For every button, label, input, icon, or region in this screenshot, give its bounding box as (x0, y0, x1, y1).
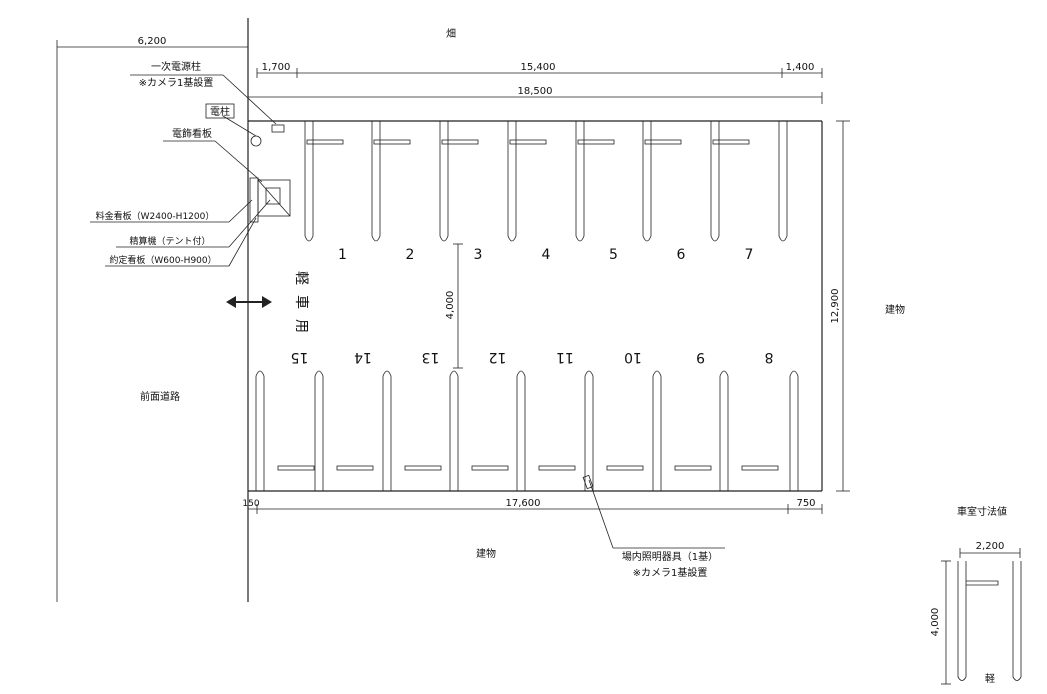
stall-divider (507, 121, 547, 242)
top-parking-row: 1 2 3 4 5 6 7 (304, 121, 788, 263)
stall-divider (371, 121, 411, 242)
label-field: 畑 (446, 27, 456, 40)
stall-divider (778, 121, 788, 242)
dim-aisle: 4,000 (445, 291, 456, 320)
stall-divider (255, 370, 315, 491)
label-utility-pole: 一次電源柱 (151, 60, 201, 73)
stall-divider (304, 121, 344, 242)
leader-line (588, 479, 614, 549)
space-number: 15 (291, 349, 309, 365)
label-front-road: 前面道路 (140, 390, 180, 403)
label-space-dim-title: 車室寸法値 (957, 505, 1007, 518)
label-yo: 用 (293, 319, 309, 333)
stall-divider (584, 370, 644, 491)
leader-line (222, 115, 257, 137)
dim-top-right: 1,400 (786, 62, 815, 73)
circle-icon (250, 135, 262, 147)
label-building-right: 建物 (885, 303, 905, 316)
space-number: 1 (338, 247, 347, 263)
leader-line (214, 140, 263, 183)
label-space-kei: 軽 (985, 673, 995, 685)
space-number: 11 (556, 349, 574, 365)
label-sha: 車 (293, 295, 310, 309)
label-sign-fee: 料金看板（W2400-H1200） (96, 210, 215, 222)
pay-machine-icon (265, 187, 281, 205)
dim-right-height: 12,900 (830, 289, 841, 324)
label-sign-deco: 電飾看板 (172, 127, 212, 140)
space-number: 3 (474, 247, 483, 263)
space-number: 14 (354, 349, 372, 365)
stall-divider (642, 121, 682, 242)
leader-line (222, 74, 277, 125)
label-building-bottom: 建物 (476, 547, 496, 560)
stall-divider (439, 121, 479, 242)
dim-bottom-right: 750 (796, 498, 815, 509)
stall-divider (516, 370, 576, 491)
space-number: 6 (677, 247, 686, 263)
stall-divider (719, 370, 779, 491)
dim-bottom-left: 150 (242, 499, 259, 509)
space-number: 7 (745, 247, 754, 263)
space-number: 10 (624, 349, 642, 365)
space-number: 13 (422, 349, 440, 365)
stall-divider (789, 370, 799, 491)
utility-pole-box-icon (271, 124, 285, 133)
stall-divider (314, 370, 374, 491)
label-pay-machine: 精算機（テント付） (129, 235, 210, 247)
label-sign-terms: 約定看板（W600-H900） (109, 254, 216, 266)
leader-line (228, 199, 253, 223)
tent-line (257, 179, 291, 217)
pole-label-box (205, 103, 235, 119)
space-number: 8 (765, 349, 774, 365)
pay-machine-tent-icon (257, 179, 291, 217)
label-kei: 軽 (293, 271, 309, 285)
dim-top-left: 1,700 (262, 62, 291, 73)
stall-divider (575, 121, 615, 242)
sample-space-stall (957, 561, 1022, 681)
label-camera-note-2: ※カメラ1基設置 (633, 566, 708, 579)
space-number: 4 (542, 247, 551, 263)
space-dim-width: 2,200 (976, 541, 1005, 552)
label-light: 場内照明器具（1基） (622, 550, 718, 563)
label-camera-note-1: ※カメラ1基設置 (139, 76, 214, 89)
double-arrow-icon (226, 296, 272, 308)
dim-top-total: 18,500 (518, 86, 553, 97)
stall-divider (449, 370, 509, 491)
space-number: 2 (406, 247, 415, 263)
stall-divider (710, 121, 750, 242)
dim-top-middle: 15,400 (521, 62, 556, 73)
leader-line (228, 217, 257, 267)
space-number: 9 (696, 349, 705, 365)
space-number: 5 (609, 247, 618, 263)
stall-divider (652, 370, 712, 491)
label-pole: 電柱 (210, 105, 230, 118)
space-dim-depth: 4,000 (930, 608, 941, 637)
stall-divider (382, 370, 442, 491)
dim-left-width: 6,200 (138, 36, 167, 47)
space-number: 12 (489, 349, 507, 365)
dim-bottom-middle: 17,600 (506, 498, 541, 509)
leader-line (228, 199, 271, 248)
bottom-parking-row: 15 14 13 12 11 10 9 8 (255, 349, 799, 491)
